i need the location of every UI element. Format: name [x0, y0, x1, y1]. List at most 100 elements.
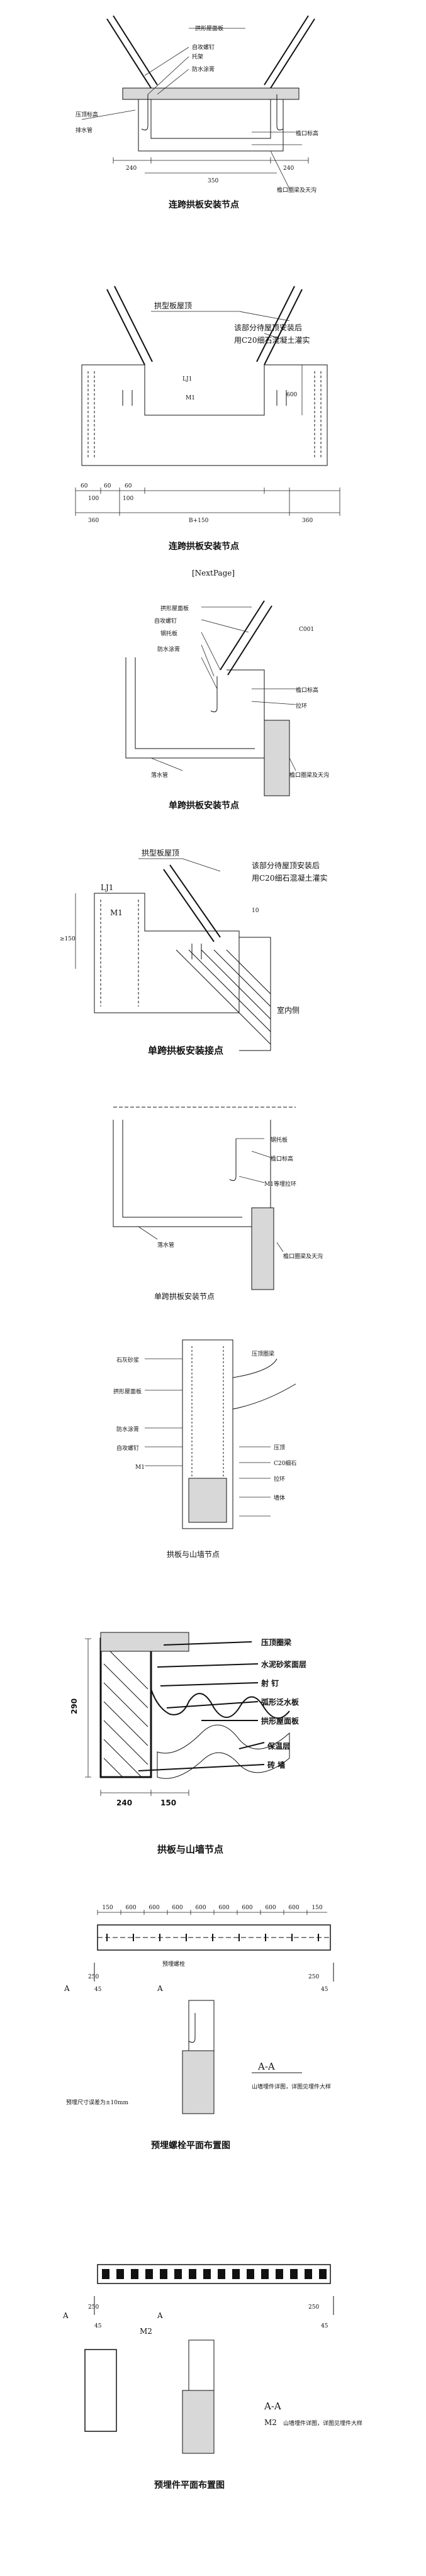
- coping-6: [188, 1478, 227, 1523]
- dim-600: 600: [286, 392, 297, 398]
- gutter-beam: [122, 87, 300, 100]
- section-mark-a-right-9: A: [157, 2311, 163, 2320]
- embed-plate-markers: [102, 2269, 327, 2279]
- label-nail-7: 射 钉: [261, 1678, 279, 1688]
- section-double-span-node-a: 拱形屋面板 自攻螺钉 托架 防水涂膏 檐口标高 压顶标高 排水管 檐口圈梁及天沟…: [0, 0, 426, 277]
- label-lime-mortar: 石灰砂浆: [116, 1356, 139, 1364]
- dim-290: 290: [70, 1698, 79, 1714]
- section-mark-a-left-9: A: [62, 2311, 69, 2320]
- label-self-tapping-screw: 自攻螺钉: [192, 43, 215, 51]
- dim-10: 10: [252, 908, 259, 914]
- label-m1-6: M1: [135, 1464, 145, 1471]
- label-drain-3: 落水管: [151, 771, 168, 779]
- embed-plate-marker: [261, 2269, 269, 2279]
- flashing-7: [150, 1688, 290, 1719]
- embed-plate-marker: [218, 2269, 225, 2279]
- label-arched-roof-panel: 拱形屋面板: [195, 25, 223, 32]
- dim-45-8b: 45: [321, 1987, 328, 1993]
- dim-ge150: ≥150: [60, 936, 76, 942]
- label-coping-beam-6: 压顶圈梁: [252, 1350, 274, 1358]
- brick-wall-7: [99, 1637, 152, 1778]
- beam-plan-9: [97, 2264, 331, 2284]
- label-flashing-7: 弧形泛水板: [261, 1697, 300, 1707]
- embed-plate-marker: [102, 2269, 109, 2279]
- label-screw-3: 自攻螺钉: [154, 617, 177, 625]
- dim-250-9a: 250: [88, 2304, 99, 2311]
- top-dim-label: 600: [125, 1905, 136, 1911]
- label-insulation-7: 保温层: [267, 1741, 290, 1751]
- next-page-marker: [NextPage]: [192, 569, 235, 577]
- caption-gable-b: 拱板与山墙节点: [157, 1844, 223, 1855]
- label-gable-embed-note: 山墙埋件详图，详图见埋件大样: [252, 2083, 331, 2090]
- section-single-span-node-c: 钢托板 檐口标高 M1等埋拉环 落水管 檐口圈梁及天沟 单跨拱板安装节点: [0, 1082, 426, 1308]
- top-dim-label: 600: [242, 1905, 252, 1911]
- dim-250-8a: 250: [88, 1974, 99, 1980]
- top-dim-label: 150: [311, 1905, 322, 1911]
- label-m2-a: M2: [140, 2327, 152, 2336]
- embed-plate-marker: [174, 2269, 182, 2279]
- label-embedded-bolt: 预埋螺栓: [162, 1960, 185, 1968]
- caption-single-span-c: 单跨拱板安装节点: [154, 1291, 215, 1301]
- section-aa-title-9: A-A: [264, 2400, 281, 2412]
- dim-60-c: 60: [125, 483, 132, 489]
- label-drain-5: 落水管: [157, 1241, 174, 1249]
- embed-plate-marker: [160, 2269, 167, 2279]
- label-coping-beam-7: 压顶圈梁: [261, 1637, 291, 1647]
- label-eave-elev-3: 檐口标高: [296, 686, 318, 694]
- label-m1: M1: [186, 395, 195, 401]
- single-span-node-a-drawing: [NextPage] 拱形屋面板 自攻螺钉 钢托板 防水涂膏 C001 檐口标高…: [125, 569, 329, 811]
- label-arched-roof-panel-3: 拱形屋面板: [160, 605, 189, 612]
- wall-section-4: [94, 893, 240, 1013]
- label-coping-elevation: 压顶标高: [76, 111, 98, 118]
- embed-plate-marker: [189, 2269, 196, 2279]
- embed-plate-marker: [290, 2269, 298, 2279]
- section-single-span-node-a: [NextPage] 拱形屋面板 自攻螺钉 钢托板 防水涂膏 C001 檐口标高…: [0, 563, 426, 815]
- label-fill-4a: 该部分待屋顶安装后: [252, 861, 320, 870]
- section-gable-node-a: 压顶圈梁 石灰砂浆 拱形屋面板 防水涂膏 自攻螺钉 M1 压顶 C20细石 拉环…: [0, 1321, 426, 1598]
- gable-node-b-drawing: 压顶圈梁 水泥砂浆面层 射 钉 弧形泛水板 拱形屋面板 保温层 砖 墙 290 …: [70, 1632, 306, 1855]
- label-ring-5: M1等埋拉环: [264, 1180, 296, 1188]
- embed-plate-marker: [232, 2269, 240, 2279]
- gutter-single: [125, 657, 277, 759]
- label-mortar-7: 水泥砂浆面层: [261, 1659, 306, 1669]
- embed-plate-marker: [116, 2269, 124, 2279]
- label-m1-4: M1: [110, 908, 123, 917]
- single-span-node-b-drawing: 拱型板屋顶 该部分待屋顶安装后 用C20细石混凝土灌实 LJ1 M1 室内侧 ≥…: [60, 849, 327, 1056]
- top-dim-label: 600: [149, 1905, 159, 1911]
- section-embed-plan: A A 250 45 250 45 M2 A-A M2 山墙埋件详图，详图见埋件…: [0, 2239, 426, 2576]
- top-dim-label: 600: [218, 1905, 229, 1911]
- roof-slab-right: [270, 18, 315, 89]
- caption-single-span-a: 单跨拱板安装节点: [169, 800, 239, 811]
- dim-240-b: 240: [283, 165, 294, 172]
- label-lj1: LJ1: [182, 376, 192, 382]
- embed-plate-marker: [247, 2269, 254, 2279]
- top-dim-label: 600: [265, 1905, 276, 1911]
- label-arched-roof: 拱型板屋顶: [154, 301, 192, 310]
- caption-double-span-a: 连跨拱板安装节点: [169, 199, 239, 210]
- dim-45-9a: 45: [94, 2323, 102, 2329]
- top-dim-label: 600: [172, 1905, 182, 1911]
- label-fill-note-2: 用C20细石混凝土灌实: [234, 335, 310, 345]
- label-c001: C001: [299, 627, 314, 633]
- bolt-markers: [106, 1934, 319, 1941]
- label-ring-6: 拉环: [274, 1475, 285, 1483]
- section-double-span-node-b: 拱型板屋顶 该部分待屋顶安装后 用C20细石混凝土灌实 LJ1 M1 600 6…: [0, 264, 426, 535]
- embed-plate-marker: [131, 2269, 138, 2279]
- label-steel-bracket-5: 钢托板: [271, 1136, 288, 1144]
- caption-single-span-b: 单跨拱板安装接点: [148, 1045, 223, 1056]
- label-fill-note-1: 该部分待屋顶安装后: [234, 323, 302, 332]
- section-aa-title: A-A: [257, 2061, 275, 2072]
- eave-beam: [264, 720, 290, 796]
- label-arched-roof-4: 拱型板屋顶: [142, 849, 179, 857]
- embed-plate-marker: [145, 2269, 153, 2279]
- label-drain-pipe: 排水管: [76, 126, 92, 134]
- caption-embed-plan: 预埋件平面布置图: [154, 2480, 225, 2490]
- dim-360-b: 360: [302, 518, 313, 524]
- label-coping-6: 压顶: [274, 1444, 285, 1451]
- embed-plate-marker: [203, 2269, 211, 2279]
- dim-350: 350: [208, 178, 218, 184]
- caption-double-span-b: 连跨拱板安装节点: [169, 541, 239, 552]
- label-eave-elev-5: 檐口标高: [271, 1155, 293, 1163]
- dim-100-a: 100: [88, 496, 99, 502]
